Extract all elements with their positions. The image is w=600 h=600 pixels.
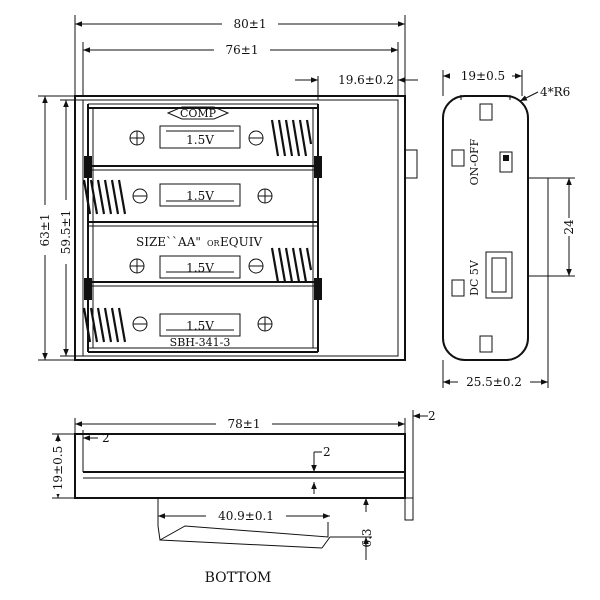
switch-stub (404, 149, 418, 179)
comp-mark-text: COMP (180, 107, 217, 120)
side-dim-radius: 4*R6 (540, 85, 570, 99)
bottom-dim-length: 78±1 (228, 417, 261, 431)
bottom-dim-clip: 40.9±0.1 (218, 509, 274, 523)
spring-icon (82, 307, 127, 343)
dim-inner-height: 59.5±1 (59, 210, 73, 254)
bottom-dim-right: 2 (428, 409, 436, 423)
top-view: 80±1 76±1 19.6±0.2 63±1 59.5±1 (37, 15, 418, 361)
dim-overall-width: 80±1 (234, 17, 267, 31)
size-label-main: SIZE``AA" (136, 235, 201, 249)
size-label: SIZE``AA" OR EQUIV (136, 235, 262, 249)
jack-label: DC 5V (468, 259, 481, 296)
bottom-dim-wall: 2 (323, 445, 331, 459)
bottom-view-title: BOTTOM (205, 570, 272, 586)
cell-2-voltage: 1.5V (186, 189, 214, 203)
switch-label: ON-OFF (468, 138, 481, 185)
cell-2: 1.5V (82, 179, 273, 215)
bottom-dim-height: 19±0.5 (51, 446, 65, 490)
side-dim-height: 24 (562, 219, 576, 235)
cell-3-voltage: 1.5V (186, 261, 214, 275)
comp-mark (166, 106, 230, 120)
cell-4-voltage: 1.5V (186, 319, 214, 333)
dim-inner-width: 76±1 (226, 43, 259, 57)
belt-clip (157, 498, 329, 541)
bottom-body-outline (74, 433, 406, 499)
size-label-equiv: EQUIV (220, 235, 262, 249)
cell-4: 1.5V (82, 307, 273, 343)
side-dim-top: 19±0.5 (461, 69, 505, 83)
cell-3: 1.5V (129, 247, 313, 283)
size-label-or: OR (207, 239, 221, 248)
side-dim-bottom: 25.5±0.2 (466, 375, 522, 389)
holder-body-outline (74, 95, 406, 361)
spring-icon (82, 179, 127, 215)
bottom-dim-clip-height: 6.3 (360, 528, 374, 547)
on-off-switch (499, 151, 513, 173)
spring-icon (270, 119, 313, 157)
dim-switch-offset: 19.6±0.2 (338, 73, 394, 87)
spring-icon (270, 247, 313, 283)
model-number: SBH-341-3 (170, 336, 231, 349)
bottom-switch-tab (404, 497, 414, 521)
cell-1: 1.5V (129, 119, 313, 157)
side-body-outline (442, 95, 529, 361)
cell-1-voltage: 1.5V (186, 133, 214, 147)
side-view: 19±0.5 4*R6 ON-OFF DC 5V 24 25.5±0.2 (442, 68, 576, 389)
bottom-dim-left: 2 (102, 431, 110, 445)
bottom-view: 78±1 2 2 2 19±0.5 40.9±0.1 (50, 409, 436, 586)
dim-overall-height: 63±1 (38, 214, 52, 247)
dc-jack (485, 251, 513, 299)
